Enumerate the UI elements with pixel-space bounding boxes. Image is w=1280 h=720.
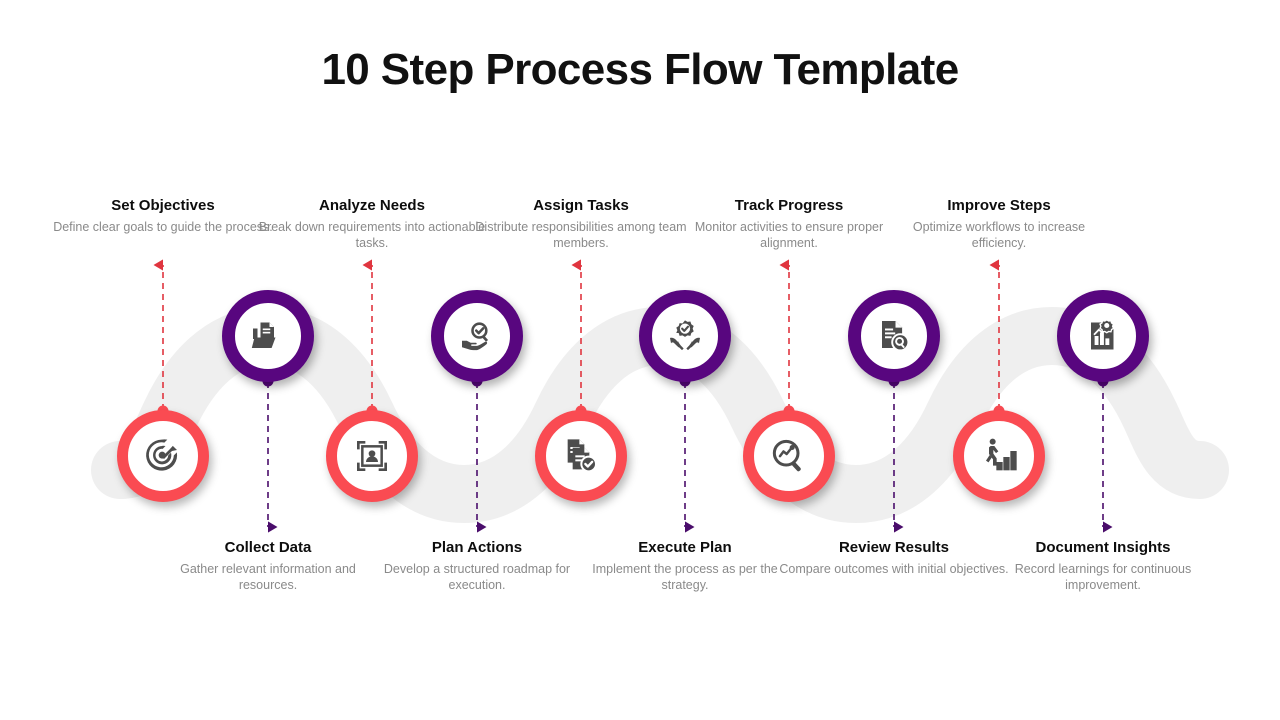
step-node-8[interactable]	[848, 290, 940, 382]
step-caption-4: Plan Actions Develop a structured roadma…	[362, 538, 592, 593]
step-label-8: Review Results	[838, 539, 950, 556]
step-caption-1: Set Objectives Define clear goals to gui…	[48, 196, 278, 235]
step-caption-3: Analyze Needs Break down requirements in…	[257, 196, 487, 251]
step-node-4[interactable]	[431, 290, 523, 382]
step-desc-8: Compare outcomes with initial objectives…	[779, 562, 1009, 576]
step-node-6[interactable]	[639, 290, 731, 382]
data-frame-icon	[357, 441, 387, 471]
step-desc-9: Optimize workflows to increase efficienc…	[912, 220, 1086, 250]
page-title: 10 Step Process Flow Template	[321, 45, 959, 94]
step-label-7: Track Progress	[734, 197, 844, 214]
step-desc-6: Implement the process as per the strateg…	[592, 562, 778, 592]
step-caption-10: Document Insights Record learnings for c…	[988, 538, 1218, 593]
step-label-10: Document Insights	[1035, 539, 1171, 556]
step-caption-6: Execute Plan Implement the process as pe…	[570, 538, 800, 593]
step-caption-9: Improve Steps Optimize workflows to incr…	[884, 196, 1114, 251]
person-stairs-icon	[986, 438, 1017, 471]
step-label-4: Plan Actions	[431, 539, 523, 556]
report-gear-chart-icon	[1091, 319, 1115, 350]
document-search-icon	[882, 321, 910, 352]
step-desc-3: Break down requirements into actionable …	[258, 220, 486, 250]
step-label-6: Execute Plan	[638, 539, 732, 556]
step-desc-7: Monitor activities to ensure proper alig…	[694, 220, 884, 250]
step-label-1: Set Objectives	[111, 197, 215, 214]
step-node-9[interactable]	[953, 410, 1045, 502]
step-caption-2: Collect Data Gather relevant information…	[153, 538, 383, 593]
step-desc-1: Define clear goals to guide the process.	[53, 220, 273, 234]
step-label-2: Collect Data	[224, 539, 312, 556]
step-caption-7: Track Progress Monitor activities to ens…	[674, 196, 904, 251]
step-desc-2: Gather relevant information and resource…	[180, 562, 356, 592]
folder-documents-icon	[251, 322, 276, 348]
step-desc-5: Distribute responsibilities among team m…	[475, 220, 687, 250]
step-node-2[interactable]	[222, 290, 314, 382]
step-node-3[interactable]	[326, 410, 418, 502]
step-caption-5: Assign Tasks Distribute responsibilities…	[466, 196, 696, 251]
step-desc-4: Develop a structured roadmap for executi…	[383, 562, 571, 592]
step-desc-10: Record learnings for continuous improvem…	[1014, 562, 1192, 592]
step-node-10[interactable]	[1057, 290, 1149, 382]
magnifier-chart-icon	[772, 439, 801, 472]
hand-magnifier-check-icon	[462, 322, 489, 351]
step-node-5[interactable]	[535, 410, 627, 502]
hands-gear-check-icon	[670, 320, 700, 351]
step-caption-8: Review Results Compare outcomes with ini…	[779, 538, 1009, 577]
step-node-1[interactable]	[117, 410, 209, 502]
step-node-7[interactable]	[743, 410, 835, 502]
documents-check-icon	[567, 439, 598, 473]
step-label-5: Assign Tasks	[533, 197, 629, 214]
target-arrow-icon	[146, 439, 178, 471]
step-label-9: Improve Steps	[947, 197, 1051, 214]
step-label-3: Analyze Needs	[319, 197, 425, 214]
